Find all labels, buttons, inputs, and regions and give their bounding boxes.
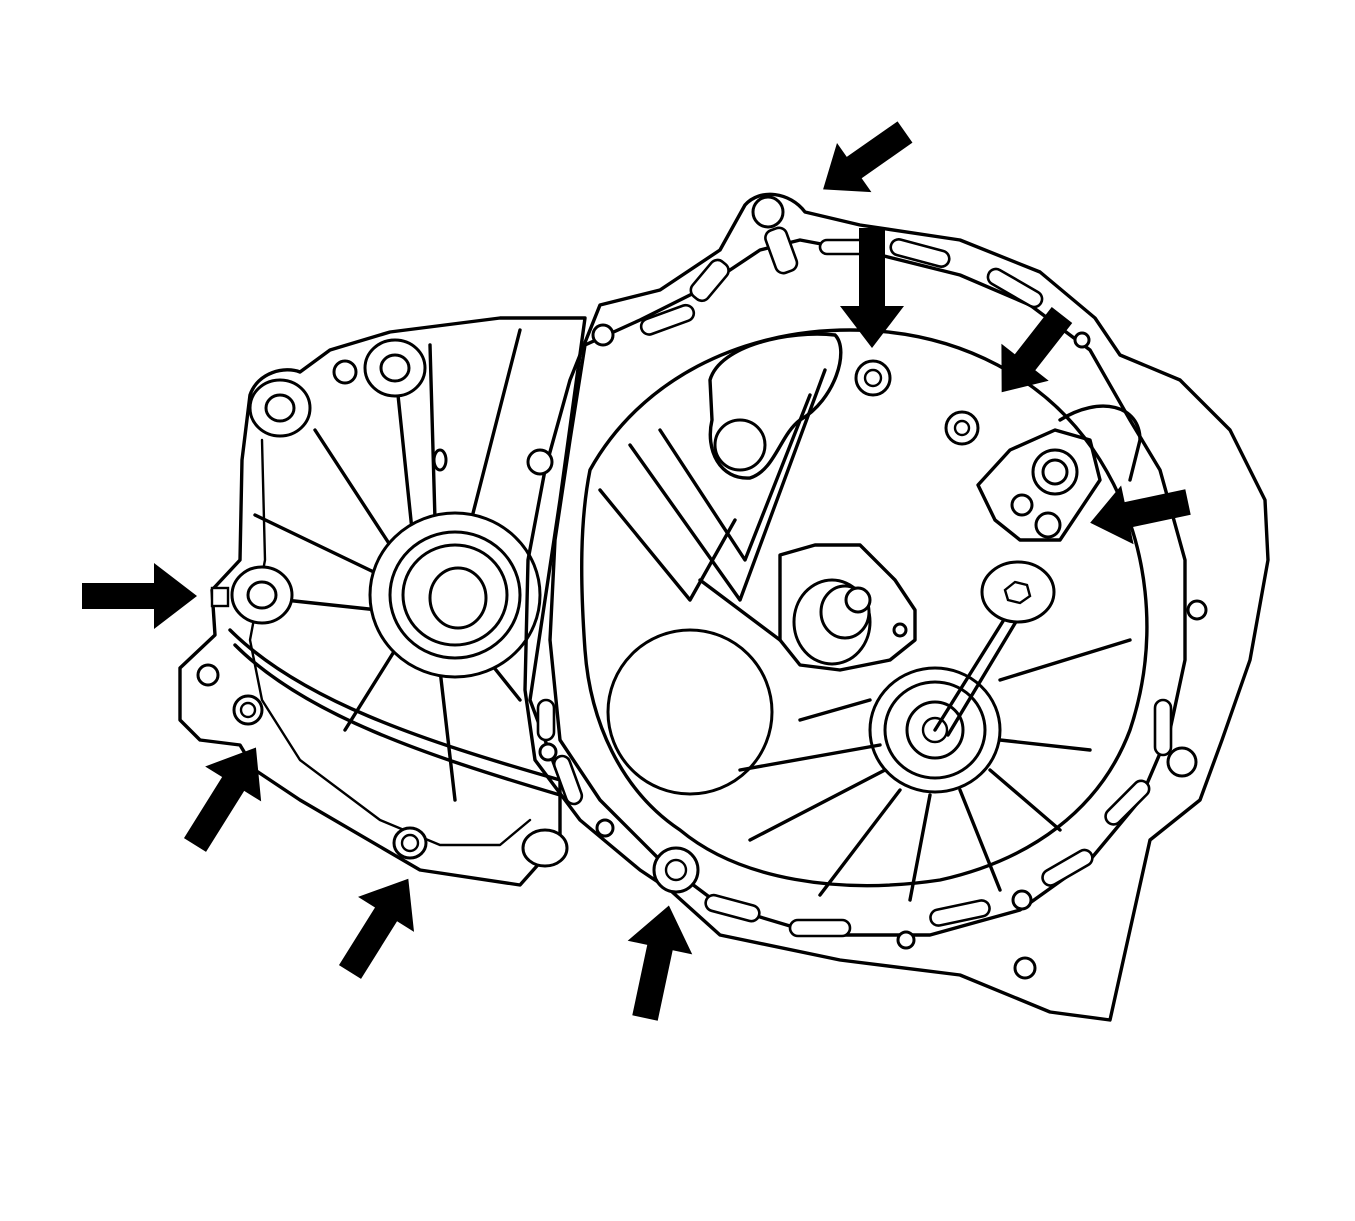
lower-rib-6 <box>988 768 1062 832</box>
flange-slot-9 <box>1041 848 1094 887</box>
flange-slot-14 <box>536 698 556 742</box>
bracket-bolt-2 <box>1034 511 1062 539</box>
bell-housing-outline <box>523 192 1270 1022</box>
boss-upper-mid-bore <box>379 353 411 383</box>
boss-left-mid-bore <box>246 580 278 610</box>
hole-lower-left <box>196 663 220 687</box>
shift-rod-2 <box>946 613 1022 737</box>
shift-rod <box>933 608 1012 732</box>
left-rib-5 <box>253 513 382 577</box>
shift-rod-hex <box>1003 580 1032 605</box>
right-rib-1 <box>998 638 1132 682</box>
upper-lobe-bore <box>713 418 767 472</box>
flange-hole-top <box>751 195 785 229</box>
flange-hole-lower-left-2 <box>595 818 615 838</box>
left-lower-strut-2 <box>233 643 562 797</box>
upper-diagonal-rib-a <box>628 368 827 602</box>
flange-hole-lower-right <box>1013 956 1037 980</box>
bolt-lower-middle-core <box>400 833 420 853</box>
left-rib-2 <box>396 393 414 532</box>
flange-slot-11 <box>788 918 852 938</box>
bolt-right-upper-core <box>953 419 971 437</box>
flange-slot-1 <box>764 226 799 275</box>
flange-slot-10 <box>929 899 991 927</box>
right-bracket <box>976 428 1102 542</box>
flange-slot-8 <box>1104 779 1151 826</box>
boss-upper-left-bore <box>264 393 296 423</box>
right-upper-pocket <box>1058 404 1142 482</box>
arrow-right-bracket-bolt <box>1090 485 1191 545</box>
flange-hole-bottom-right <box>1011 889 1033 911</box>
boss-upper-small <box>332 359 358 385</box>
central-opening <box>606 628 774 796</box>
lower-rib-4 <box>908 793 932 902</box>
flange-slot-12 <box>704 893 761 923</box>
upper-casting-lobe <box>708 332 843 480</box>
arrow-lower-middle-bolt <box>338 878 415 979</box>
input-shaft-boss <box>778 543 917 672</box>
lower-rib-7 <box>998 738 1092 752</box>
arrow-left-bolt <box>82 563 197 629</box>
left-rib-6 <box>283 598 380 612</box>
flange-hole-right <box>1166 746 1198 778</box>
left-rib-8 <box>438 668 457 802</box>
left-rib-1 <box>313 428 392 547</box>
flange-hole-bottom-mid <box>896 930 916 950</box>
bolt-upper-core <box>863 368 883 388</box>
bell-housing-bore <box>580 328 1149 888</box>
flange-hole-left <box>526 448 554 476</box>
flange-hole-upper-right <box>1073 331 1091 349</box>
flange-slot-3 <box>639 303 696 336</box>
flange-slot-7 <box>1153 698 1173 757</box>
flange-hole-lower-left <box>538 742 558 762</box>
flange-hole-upper-left <box>591 323 615 347</box>
center-rib-2 <box>698 578 782 642</box>
lower-rib-5 <box>958 788 1002 892</box>
bolt-lower-left-core <box>239 701 257 719</box>
left-rib-7 <box>343 648 397 732</box>
flange-slot-4 <box>889 238 951 268</box>
flange-bolt-bottom-core <box>664 858 688 882</box>
left-lower-strut <box>228 628 562 782</box>
arrow-bottom-flange-bolt <box>627 905 693 1021</box>
input-shaft-center <box>844 586 872 614</box>
arrow-upper-bolt <box>840 228 904 348</box>
boss-lower-right <box>521 828 569 868</box>
bell-housing <box>523 192 1270 1022</box>
upper-diagonal-rib-b <box>658 393 812 562</box>
flange-slot-2 <box>689 258 730 303</box>
lower-rib-1 <box>738 743 882 772</box>
left-housing <box>178 316 587 887</box>
lower-rib-3 <box>818 788 902 897</box>
arrow-right-upper-bolt <box>1001 306 1073 393</box>
arrow-lower-left-bolt <box>183 747 262 852</box>
callout-arrows <box>82 121 1191 1021</box>
flange-hole-right-mid <box>1186 599 1208 621</box>
left-rib-4 <box>468 328 522 527</box>
flange-slot-5 <box>986 267 1044 309</box>
input-shaft-boss-hole <box>892 622 908 638</box>
upper-diagonal-rib-c <box>598 488 737 602</box>
hole-left-slot <box>432 448 448 472</box>
left-rib-3 <box>428 343 437 522</box>
bracket-bolt <box>1010 493 1034 517</box>
center-rib-1 <box>798 698 872 722</box>
bracket-bore-inner <box>1041 458 1069 486</box>
flange-slot-13 <box>552 754 584 806</box>
arrow-top-flange <box>823 121 913 193</box>
lower-rib-2 <box>748 768 887 842</box>
left-bearing-inner <box>428 566 488 630</box>
left-bolt-head <box>210 586 230 608</box>
